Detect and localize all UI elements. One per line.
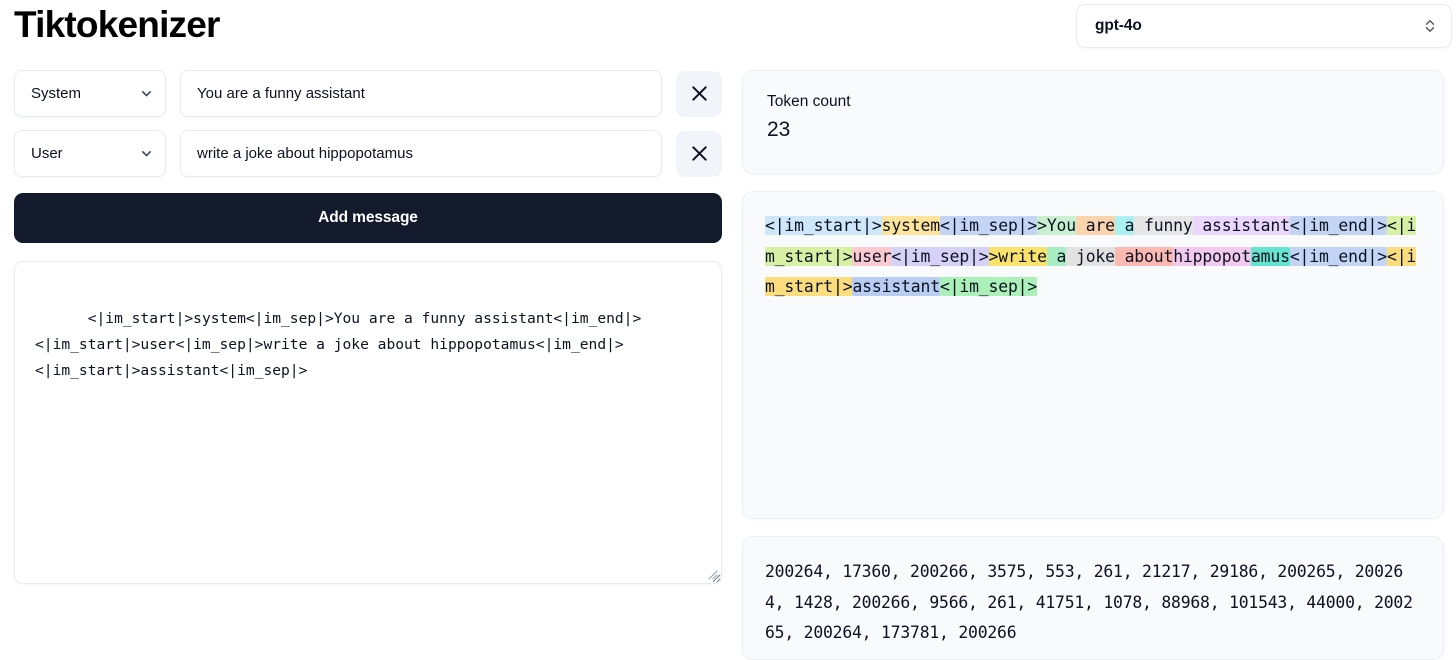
chevron-up-down-icon: [1425, 20, 1435, 32]
token-chip: >write: [988, 246, 1047, 266]
prompt-textarea-value: <|im_start|>system<|im_sep|>You are a fu…: [35, 310, 642, 379]
token-count-label: Token count: [767, 93, 851, 110]
close-icon: [691, 146, 707, 161]
chevron-down-icon: [141, 91, 152, 97]
role-select-1[interactable]: User: [14, 130, 166, 177]
token-count-value: 23: [767, 118, 791, 141]
message-row: User write a joke about hippopotamus: [14, 130, 722, 177]
token-chip: funny: [1134, 216, 1193, 235]
add-message-button[interactable]: Add message: [14, 193, 722, 243]
message-content-input-0[interactable]: You are a funny assistant: [180, 70, 662, 117]
token-chip: <|im_end|>: [1289, 216, 1387, 235]
role-select-value-0: System: [31, 85, 82, 102]
remove-message-button-1[interactable]: [676, 130, 722, 177]
token-count-panel: Token count 23: [742, 70, 1444, 174]
token-chip: <|im_sep|>: [939, 216, 1038, 235]
token-chip: system: [881, 216, 940, 235]
resize-grip-icon: [708, 570, 718, 580]
role-select-0[interactable]: System: [14, 70, 166, 117]
chevron-down-icon: [141, 151, 152, 157]
message-row: System You are a funny assistant: [14, 70, 722, 117]
token-chip: joke: [1066, 246, 1115, 266]
tokenized-text-panel: <|im_start|>system<|im_sep|>>You are a f…: [742, 191, 1444, 519]
token-chip: amus: [1250, 246, 1290, 266]
page-title: Tiktokenizer: [14, 4, 220, 45]
model-selector[interactable]: gpt-4o: [1076, 4, 1452, 48]
token-chip: <|im_sep|>: [939, 277, 1038, 297]
token-chip: >You: [1037, 216, 1076, 235]
token-ids-panel: 200264, 17360, 200266, 3575, 553, 261, 2…: [742, 536, 1444, 660]
role-select-value-1: User: [31, 145, 63, 162]
token-chip: hippopot: [1173, 246, 1251, 266]
close-icon: [691, 86, 707, 101]
token-chip: about: [1114, 246, 1174, 266]
prompt-textarea[interactable]: <|im_start|>system<|im_sep|>You are a fu…: [14, 261, 722, 584]
token-chip: <|im_sep|>: [891, 246, 989, 266]
tokenized-text: <|im_start|>system<|im_sep|>>You are a f…: [765, 211, 1421, 303]
token-chip: assistant: [852, 277, 940, 297]
token-chip: are: [1076, 216, 1115, 235]
token-chip: user: [852, 246, 892, 266]
app-header: Tiktokenizer gpt-4o: [0, 0, 1456, 58]
token-chip: a: [1114, 216, 1135, 235]
token-chip: <|im_start|>: [765, 216, 882, 235]
token-chip: <|im_end|>: [1289, 246, 1387, 266]
model-selector-value: gpt-4o: [1095, 17, 1142, 34]
remove-message-button-0[interactable]: [676, 70, 722, 117]
token-chip: a: [1046, 246, 1067, 266]
token-chip: assistant: [1192, 216, 1290, 235]
output-column: Token count 23 <|im_start|>system<|im_se…: [742, 70, 1444, 660]
message-content-input-1[interactable]: write a joke about hippopotamus: [180, 130, 662, 177]
message-editor-column: System You are a funny assistant User wr…: [14, 70, 722, 584]
